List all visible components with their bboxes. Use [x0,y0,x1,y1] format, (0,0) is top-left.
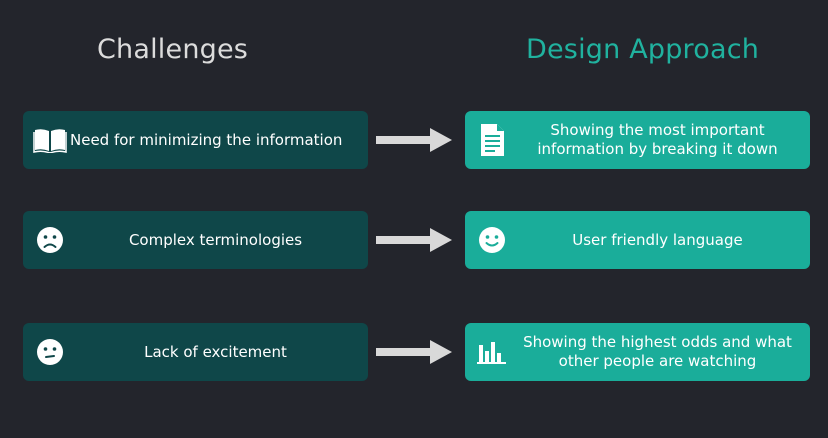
challenge-text: Lack of excitement [144,342,287,361]
challenge-text: Need for minimizing the information [70,130,343,149]
document-icon [475,123,509,157]
approach-text: Showing the most important information b… [537,121,778,158]
comparison-row: Complex terminologies User friendly lang… [0,211,828,269]
arrow-right-icon [376,228,452,252]
approach-card: Showing the most important information b… [465,111,810,169]
neutral-face-icon [33,335,67,369]
approach-text: Showing the highest odds and what other … [523,333,792,370]
comparison-row: Need for minimizing the information Show… [0,111,828,169]
challenge-card: Complex terminologies [23,211,368,269]
open-book-icon [33,123,67,157]
approach-text: User friendly language [572,230,743,249]
bar-chart-icon [475,335,509,369]
arrow-right-icon [376,128,452,152]
challenge-card: Lack of excitement [23,323,368,381]
challenge-text: Complex terminologies [128,230,303,249]
challenge-card: Need for minimizing the information [23,111,368,169]
sad-face-icon [33,223,67,257]
smiley-face-icon [475,223,509,257]
approach-card: Showing the highest odds and what other … [465,323,810,381]
challenges-heading: Challenges [97,34,249,65]
design-approach-heading: Design Approach [526,34,760,65]
approach-card: User friendly language [465,211,810,269]
arrow-right-icon [376,340,452,364]
comparison-row: Lack of excitement Showing the highest o… [0,323,828,381]
